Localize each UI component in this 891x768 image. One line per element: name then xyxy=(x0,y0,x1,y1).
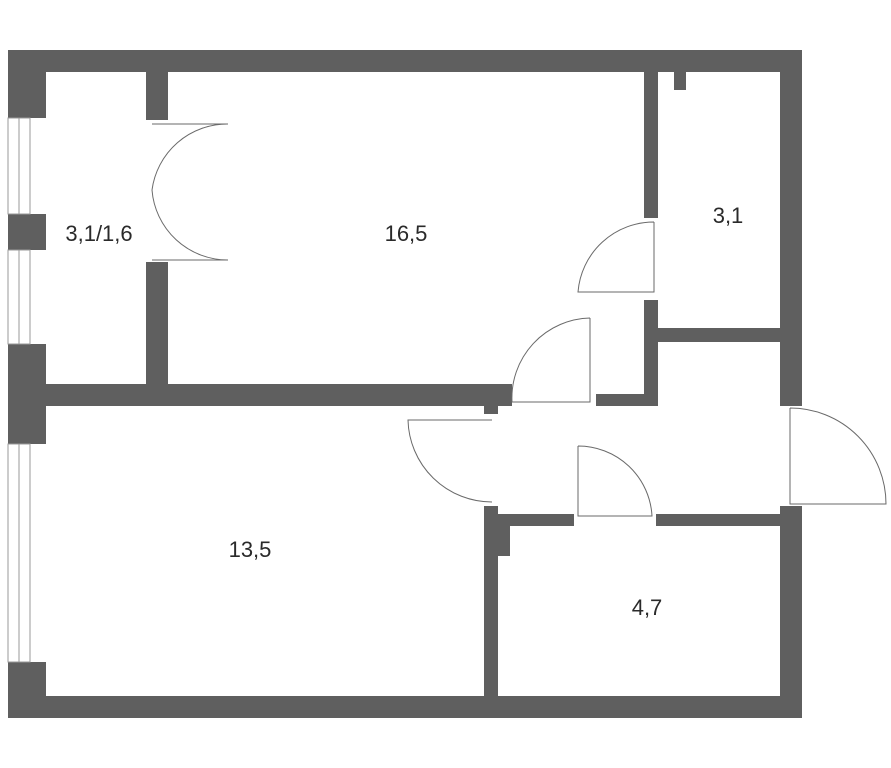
bathroom-wall-upper xyxy=(644,50,658,218)
label-balcony: 3,1/1,6 xyxy=(65,221,132,246)
room-labels: 3,1/1,6 16,5 3,1 13,5 4,7 xyxy=(65,203,743,620)
label-living-room: 16,5 xyxy=(385,221,428,246)
walls xyxy=(8,50,802,718)
doors xyxy=(151,123,887,517)
door-living-room xyxy=(511,317,591,403)
balcony-wall-upper xyxy=(146,50,168,120)
corridor-wall-segment xyxy=(596,394,658,406)
door-kitchen xyxy=(577,445,653,517)
wall-stub xyxy=(484,404,498,414)
bathroom-wall-bottom xyxy=(656,328,788,342)
outer-wall-bottom xyxy=(8,696,802,718)
left-pier-bottom xyxy=(8,662,46,718)
windows xyxy=(7,117,31,663)
door-bathroom xyxy=(577,221,655,293)
kitchen-wall-left xyxy=(484,506,498,718)
label-bathroom: 3,1 xyxy=(713,203,744,228)
label-kitchen: 4,7 xyxy=(632,595,663,620)
kitchen-wall-top-right xyxy=(656,514,780,526)
kitchen-wall-jamb xyxy=(498,526,510,556)
door-balcony-bottom-leaf xyxy=(151,189,229,261)
kitchen-wall-top-left xyxy=(498,514,574,526)
door-entrance xyxy=(789,407,887,505)
outer-wall-top xyxy=(8,50,802,72)
door-balcony-top-leaf xyxy=(151,123,229,191)
left-pier-top xyxy=(8,50,46,118)
bathroom-wall-lower xyxy=(644,300,658,406)
living-bedroom-wall xyxy=(26,384,512,406)
outer-wall-right-lower xyxy=(780,506,802,718)
label-bedroom: 13,5 xyxy=(229,537,272,562)
left-pier-middle xyxy=(8,214,46,250)
door-bedroom xyxy=(407,419,493,503)
balcony-wall-lower xyxy=(146,262,168,406)
outer-wall-right-upper xyxy=(780,50,802,406)
bathroom-wall-stub xyxy=(674,72,686,90)
